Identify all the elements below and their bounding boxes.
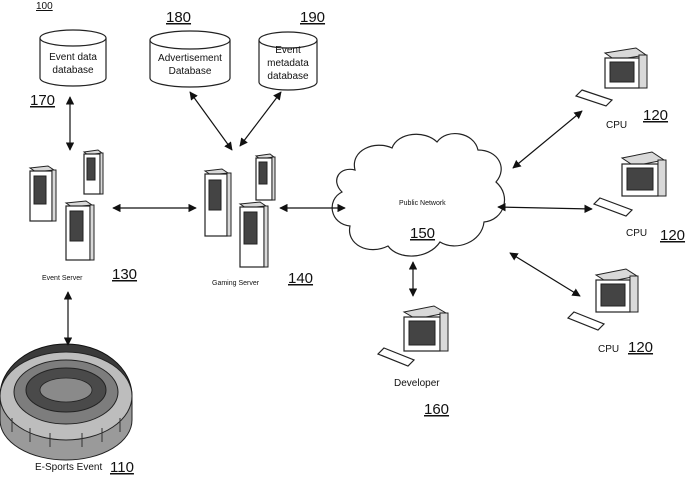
- event-data-database: Event data database: [39, 29, 107, 87]
- network-label: Public Network: [399, 200, 446, 207]
- figure-ref: 100: [36, 1, 53, 12]
- event-metadata-database: Event metadata database: [258, 31, 318, 91]
- cpu-2-icon: [592, 151, 667, 217]
- meta-db-label-1: Event: [275, 45, 301, 56]
- event-server-label: Event Server: [42, 275, 83, 282]
- event-server-ref: 130: [112, 266, 137, 283]
- cpu-1-icon: [574, 47, 648, 107]
- cpu-3-label: CPU: [598, 344, 619, 355]
- cpu-2-ref: 120: [660, 227, 685, 244]
- meta-db-ref: 190: [300, 9, 325, 26]
- cpu-3-icon: [566, 268, 639, 331]
- meta-db-label-3: database: [267, 71, 309, 82]
- developer-computer-icon: [376, 305, 449, 367]
- gaming-server-ref: 140: [288, 270, 313, 287]
- gaming-server-icon: [203, 153, 276, 268]
- meta-db-label-2: metadata: [267, 58, 309, 69]
- cpu-1-label: CPU: [606, 120, 627, 131]
- arrow-network-cpu1: [512, 110, 583, 169]
- arrow-network-cpu2: [497, 202, 593, 214]
- event-db-label-2: database: [52, 65, 94, 76]
- public-network-cloud: [331, 133, 506, 257]
- event-db-ref: 170: [30, 92, 55, 109]
- esports-ref: 110: [110, 459, 134, 476]
- esports-label: E-Sports Event: [35, 462, 102, 473]
- ad-db-ref: 180: [166, 9, 191, 26]
- advertisement-database: Advertisement Database: [149, 30, 231, 88]
- developer-label: Developer: [394, 378, 440, 389]
- developer-ref: 160: [424, 401, 449, 418]
- cpu-2-label: CPU: [626, 228, 647, 239]
- ad-db-label-1: Advertisement: [158, 53, 222, 64]
- event-server-icon: [28, 149, 104, 261]
- cpu-3-ref: 120: [628, 339, 653, 356]
- gaming-server-label: Gaming Server: [212, 280, 260, 287]
- event-db-label-1: Event data: [49, 52, 97, 63]
- ad-db-label-2: Database: [169, 66, 212, 77]
- arrow-addb-gamingserver: [189, 91, 233, 151]
- stadium-icon: [0, 343, 133, 461]
- arrow-metadb-gamingserver: [239, 91, 282, 147]
- network-ref: 150: [410, 225, 435, 242]
- cpu-1-ref: 120: [643, 107, 668, 124]
- arrow-network-cpu3: [509, 252, 581, 297]
